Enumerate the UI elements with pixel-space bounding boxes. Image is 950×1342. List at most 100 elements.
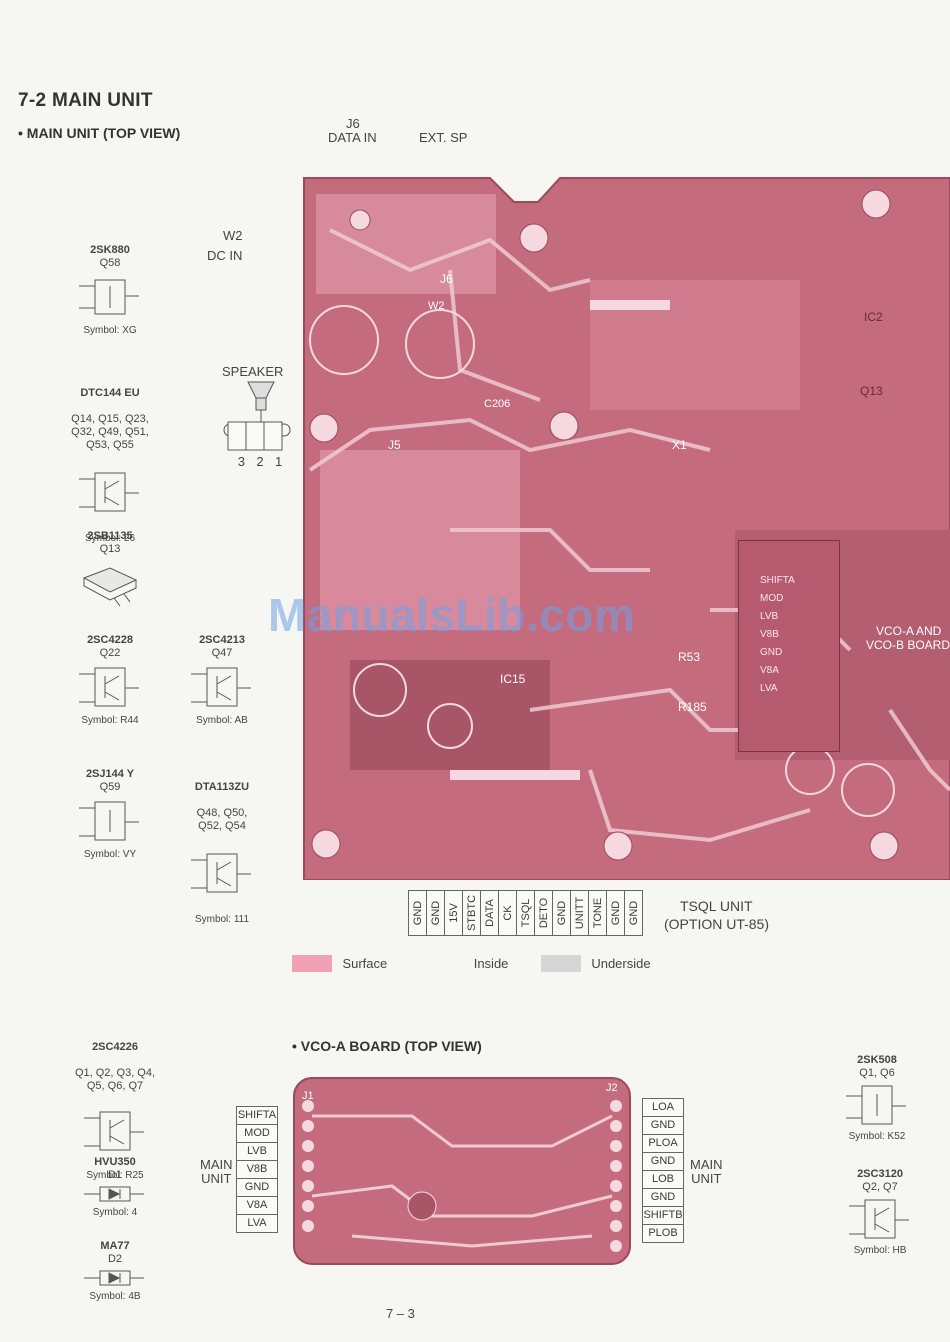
- digital-transistor-icon: [79, 472, 139, 512]
- component-2sc4226: 2SC4226 Q1, Q2, Q3, Q4, Q5, Q6, Q7 Symbo…: [55, 1028, 175, 1195]
- r53-label: R53: [678, 650, 701, 664]
- component-2sj144y: 2SJ144 Y Q59 Symbol: VY: [70, 768, 150, 861]
- symbol-code: Symbol: AB: [196, 715, 248, 726]
- symbol-code: Symbol: 4: [92, 1207, 138, 1218]
- ic15-label: IC15: [500, 672, 526, 686]
- digital-transistor-icon: [191, 853, 251, 893]
- part-number: 2SC4213: [199, 634, 245, 646]
- underside-swatch: [540, 955, 581, 973]
- symbol-code: Symbol: XG: [83, 325, 137, 336]
- part-refs: Q47: [211, 647, 233, 659]
- component-2sb1135: 2SB1135 Q13: [60, 530, 160, 608]
- part-number: HVU350: [94, 1156, 136, 1168]
- symbol-code: Symbol: 26: [84, 533, 136, 544]
- vco-a-pcb: [293, 1077, 631, 1265]
- part-refs: Q2, Q7: [862, 1181, 898, 1193]
- part-refs: Q14, Q15, Q23, Q32, Q49, Q51, Q53, Q55: [71, 413, 149, 451]
- surface-swatch: [292, 955, 332, 973]
- vco-board-title: VCO-A BOARD (TOP VIEW): [292, 1038, 482, 1054]
- c206-label: C206: [484, 398, 511, 410]
- symbol-code: Symbol: K52: [848, 1131, 906, 1142]
- bjt-symbol-icon: [849, 1199, 909, 1239]
- inside-label: Inside: [473, 956, 509, 971]
- part-number: 2SC3120: [857, 1168, 903, 1180]
- part-refs: Q22: [99, 647, 121, 659]
- vco-left-pins: SHIFTA MOD LVB V8B GND V8A LVA: [236, 1106, 278, 1233]
- tsql-option-label: (OPTION UT-85): [664, 916, 770, 932]
- vco-connector-area: [738, 540, 840, 752]
- j5-label: J5: [388, 438, 401, 452]
- bjt-symbol-icon: [79, 667, 139, 707]
- part-number: 2SK508: [857, 1054, 897, 1066]
- vco-board-title-1: VCO-A AND: [876, 624, 942, 638]
- main-unit-right-label: MAIN UNIT: [690, 1157, 723, 1186]
- j6-label: J6: [346, 116, 360, 131]
- speaker-label: SPEAKER: [222, 364, 284, 379]
- w2-pcb-label: W2: [428, 300, 445, 312]
- component-ma77: MA77 D2 Symbol: 4B: [70, 1240, 160, 1303]
- component-dta113zu: DTA113ZU Q48, Q50, Q52, Q54 Symbol: 111: [176, 768, 268, 939]
- main-unit-left-label: MAIN UNIT: [200, 1157, 233, 1186]
- vco-board-title-2: VCO-B BOARD: [866, 638, 950, 652]
- part-refs: D2: [107, 1253, 123, 1265]
- part-number: 2SB1135: [87, 530, 133, 542]
- w2-label: W2: [223, 228, 243, 243]
- component-2sc4213: 2SC4213 Q47 Symbol: AB: [182, 634, 262, 727]
- part-number: 2SC4228: [87, 634, 133, 646]
- part-number: DTA113ZU: [194, 781, 250, 793]
- power-transistor-icon: [82, 567, 138, 607]
- component-2sc4228: 2SC4228 Q22 Symbol: R44: [70, 634, 150, 727]
- main-pcb: [303, 177, 950, 880]
- symbol-code: Symbol: R25: [86, 1170, 144, 1181]
- diode-icon: [84, 1270, 144, 1286]
- dc-in-label: DC IN: [207, 248, 243, 263]
- part-refs: Q58: [99, 257, 121, 269]
- x1-label: X1: [672, 438, 687, 452]
- vco-j2-label: J2: [606, 1082, 618, 1094]
- part-refs: D1: [107, 1169, 123, 1181]
- part-number: 2SC4226: [92, 1041, 138, 1053]
- fet-symbol-icon: [79, 279, 139, 315]
- speaker-icon: [223, 381, 291, 451]
- bjt-symbol-icon: [191, 667, 251, 707]
- page-number: 7 – 3: [386, 1306, 415, 1321]
- part-number: 2SK880: [90, 244, 130, 256]
- section-title: 7-2 MAIN UNIT: [18, 90, 153, 111]
- part-refs: Q59: [99, 781, 121, 793]
- data-in-label: DATA IN: [328, 130, 377, 145]
- q13-label: Q13: [860, 384, 883, 398]
- bjt-symbol-icon: [84, 1111, 144, 1151]
- main-unit-subtitle: MAIN UNIT (TOP VIEW): [18, 125, 180, 141]
- symbol-code: Symbol: VY: [83, 849, 137, 860]
- symbol-code: Symbol: 4B: [89, 1291, 141, 1302]
- symbol-code: Symbol: HB: [853, 1245, 907, 1256]
- component-2sc3120: 2SC3120 Q2, Q7 Symbol: HB: [838, 1168, 922, 1257]
- vco-right-pins: LOA GND PLOA GND LOB GND SHIFTB PLOB: [642, 1098, 684, 1243]
- part-refs: Q1, Q6: [859, 1067, 895, 1079]
- r185-label: R185: [678, 700, 707, 714]
- part-refs: Q48, Q50, Q52, Q54: [196, 807, 248, 832]
- symbol-code: Symbol: 111: [194, 914, 250, 925]
- tsql-unit-label: TSQL UNIT: [680, 898, 753, 914]
- component-hvu350: HVU350 D1 Symbol: 4: [70, 1156, 160, 1219]
- j6-pcb-label: J6: [440, 272, 453, 286]
- legend: Surface Inside Underside: [292, 955, 651, 973]
- watermark: ManualsLib.com: [268, 589, 636, 641]
- tsql-pin-header: GND GND 15V STBTC DATA CK TSQL DETO GND …: [408, 890, 643, 936]
- part-number: 2SJ144 Y: [85, 768, 135, 780]
- component-2sk880: 2SK880 Q58 Symbol: XG: [60, 244, 160, 337]
- fet-symbol-icon: [846, 1085, 906, 1125]
- component-2sk508: 2SK508 Q1, Q6 Symbol: K52: [838, 1054, 916, 1143]
- diode-icon: [84, 1186, 144, 1202]
- part-number: MA77: [100, 1240, 130, 1252]
- component-dtc144eu: DTC144 EU Q14, Q15, Q23, Q32, Q49, Q51, …: [55, 374, 165, 558]
- fet-symbol-icon: [79, 801, 139, 841]
- symbol-code: Symbol: R44: [81, 715, 139, 726]
- ext-sp-label: EXT. SP: [419, 130, 468, 145]
- part-number: DTC144 EU: [80, 387, 140, 399]
- ic2-label: IC2: [864, 310, 883, 324]
- part-refs: Q1, Q2, Q3, Q4, Q5, Q6, Q7: [74, 1067, 156, 1092]
- part-refs: Q13: [99, 543, 121, 555]
